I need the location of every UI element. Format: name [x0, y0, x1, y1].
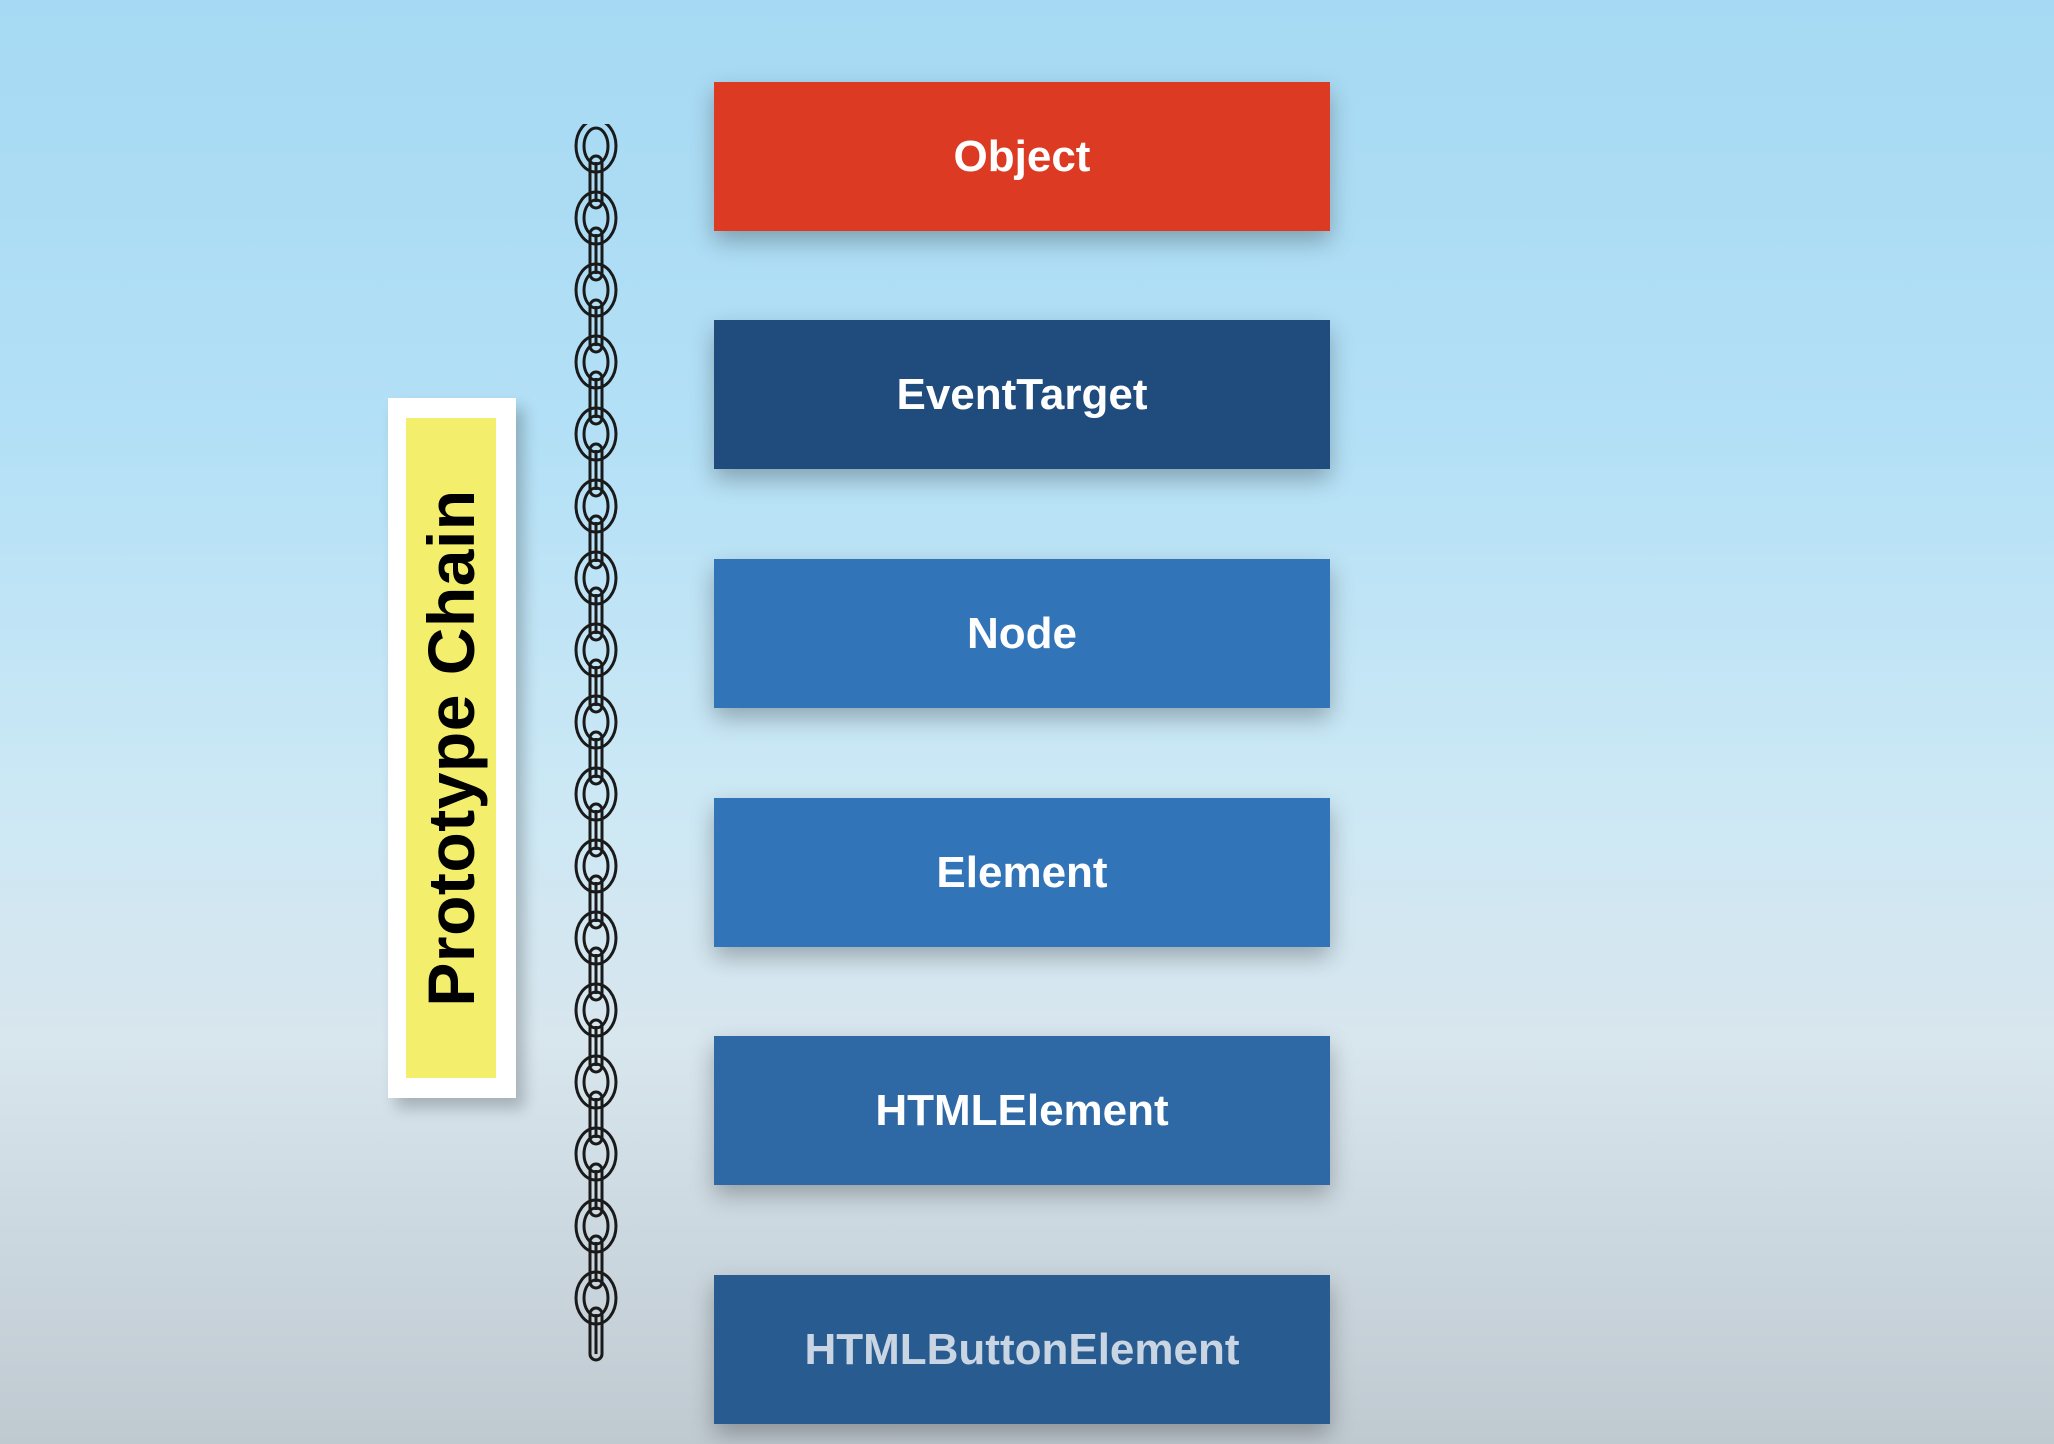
- chain-link-side: [588, 514, 604, 570]
- chain-link-side: [588, 586, 604, 642]
- class-box-object: Object: [714, 82, 1330, 231]
- chain-link-inner: [582, 126, 610, 166]
- chain-link-side: [588, 226, 604, 282]
- prototype-chain-label-highlight: Prototype Chain: [406, 418, 496, 1078]
- prototype-chain-label-card: Prototype Chain: [388, 398, 516, 1098]
- chain-link-side: [588, 1162, 604, 1218]
- chain-link-inner: [582, 630, 610, 670]
- chain-link-inner: [582, 702, 610, 742]
- class-box-label: Element: [936, 847, 1108, 897]
- class-box-label: HTMLButtonElement: [804, 1324, 1240, 1374]
- class-box-label: Node: [967, 608, 1077, 658]
- prototype-chain-label: Prototype Chain: [414, 489, 488, 1007]
- chain-link-inner: [582, 1206, 610, 1246]
- chain-link-inner: [582, 846, 610, 886]
- class-box-node: Node: [714, 559, 1330, 708]
- chain-link-inner: [582, 990, 610, 1030]
- chain-link-side: [588, 1090, 604, 1146]
- chain-link-inner: [582, 558, 610, 598]
- class-box-label: EventTarget: [896, 369, 1148, 419]
- chain-link-side: [588, 1234, 604, 1290]
- class-box-eventtarget: EventTarget: [714, 320, 1330, 469]
- chain-link-side: [588, 874, 604, 930]
- chain-link-side: [588, 1018, 604, 1074]
- chain-link-inner: [582, 1134, 610, 1174]
- chain-link-side: [588, 154, 604, 210]
- chain-icon: [574, 124, 618, 1362]
- chain-link-inner: [582, 774, 610, 814]
- chain-link-side: [588, 658, 604, 714]
- chain-link-side: [588, 802, 604, 858]
- chain-link-inner: [582, 1062, 610, 1102]
- class-box-label: Object: [953, 131, 1091, 181]
- class-box-htmlelement: HTMLElement: [714, 1036, 1330, 1185]
- chain-link-side: [588, 730, 604, 786]
- chain-link-inner: [582, 198, 610, 238]
- chain-link-inner: [582, 414, 610, 454]
- chain-link-inner: [582, 342, 610, 382]
- class-box-label: HTMLElement: [875, 1085, 1169, 1135]
- class-box-htmlbuttonelement: HTMLButtonElement: [714, 1275, 1330, 1424]
- chain-link-side: [588, 442, 604, 498]
- chain-link-side: [588, 1306, 604, 1362]
- chain-link-inner: [582, 270, 610, 310]
- chain-link-inner: [582, 1278, 610, 1318]
- chain-link-side: [588, 298, 604, 354]
- chain-link-side: [588, 370, 604, 426]
- chain-link-inner: [582, 918, 610, 958]
- chain-link-inner: [582, 486, 610, 526]
- class-box-element: Element: [714, 798, 1330, 947]
- chain-link-side: [588, 946, 604, 1002]
